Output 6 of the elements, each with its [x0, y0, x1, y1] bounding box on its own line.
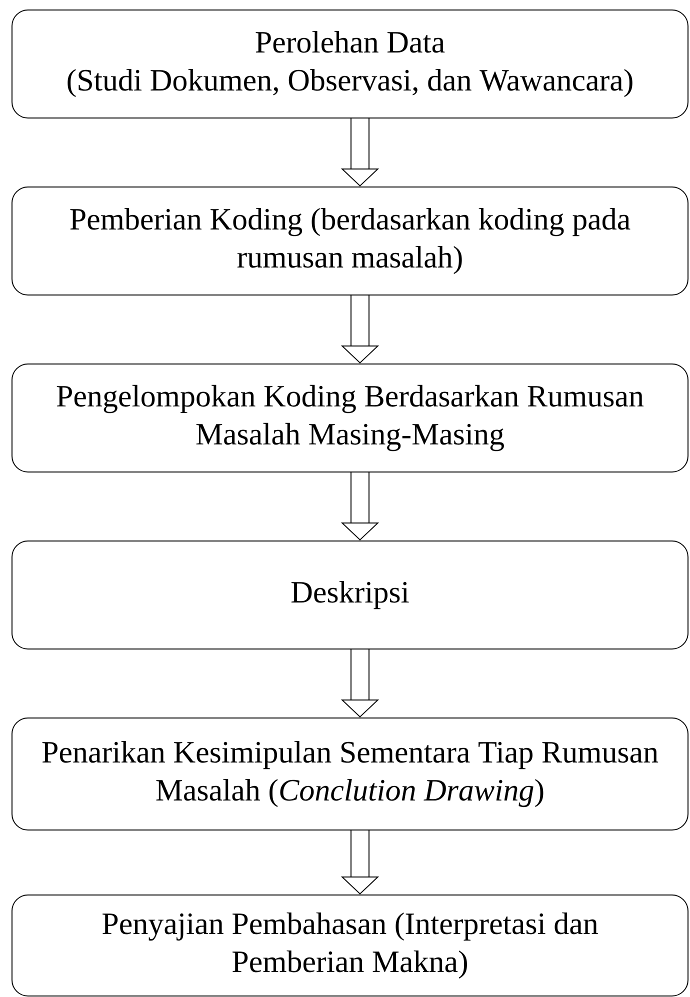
- process-box: Penarikan Kesimipulan Sementara Tiap Rumusan Masalah (Conclution Drawing): [12, 718, 688, 830]
- process-box: Pemberian Koding (berdasarkan koding pada rumusan masalah): [12, 186, 688, 296]
- process-box: Deskripsi: [12, 540, 688, 650]
- process-box: Pengelompokan Koding Berdasarkan Rumusan Masalah Masing-Masing: [12, 364, 688, 472]
- process-box: Penyajian Pembahasan (Interpretasi dan Pemberian Makna): [12, 894, 688, 996]
- process-box: Perolehan Data (Studi Dokumen, Observasi, dan Wawancara): [12, 10, 688, 118]
